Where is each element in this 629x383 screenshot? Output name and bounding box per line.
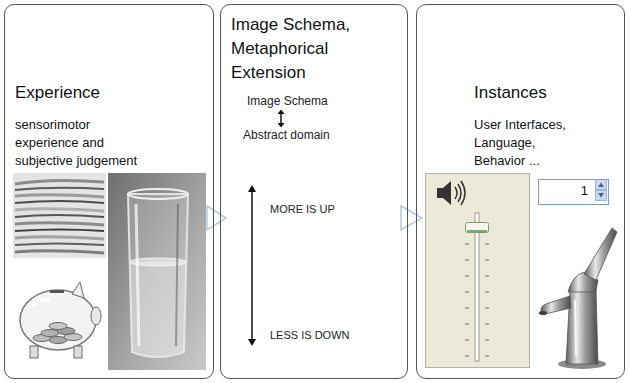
spin-box	[537, 178, 608, 202]
schema-label: Image Schema	[247, 94, 328, 109]
spin-value: 1	[581, 183, 588, 199]
panel-body: User Interfaces, Language, Behavior ...	[474, 116, 586, 170]
double-arrow	[278, 110, 285, 128]
panel-heading: Instances	[474, 82, 619, 104]
paper-stack	[13, 173, 106, 258]
arrow-head	[207, 206, 226, 230]
arrow-head	[401, 206, 422, 230]
panel: Image Schema, Metaphorical Extension	[220, 4, 408, 379]
panel-heading: Image Schema, Metaphorical Extension	[231, 13, 396, 85]
domain-label: Abstract domain	[243, 128, 330, 143]
water-glass	[108, 173, 206, 370]
volume-slider	[426, 174, 530, 368]
piggy-bank	[13, 262, 106, 370]
scale-label: LESS IS DOWN	[270, 328, 349, 342]
panel: InstancesUser Interfaces, Language, Beha…	[416, 4, 625, 379]
faucet	[539, 228, 617, 369]
panel-body: sensorimotor experience and subjective j…	[15, 116, 155, 170]
scale-label: MORE IS UP	[270, 202, 335, 216]
flow-chevron	[207, 206, 226, 230]
scale-arrow	[248, 185, 256, 346]
flow-chevron	[401, 206, 422, 230]
panel: Experience sensorimotor experience and su…	[4, 4, 214, 379]
spin-box-field: 1	[538, 179, 609, 205]
panel-heading: Experience	[15, 82, 205, 104]
